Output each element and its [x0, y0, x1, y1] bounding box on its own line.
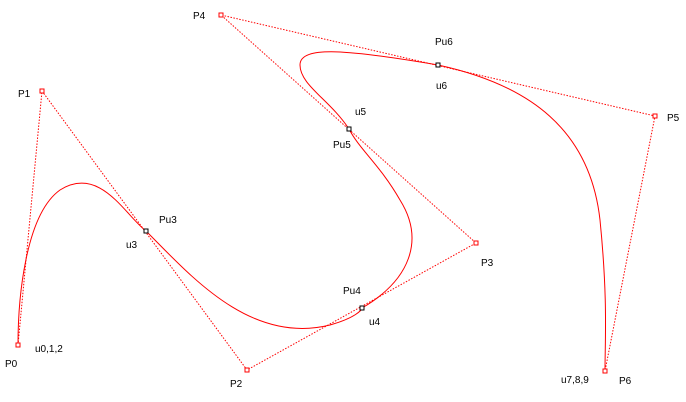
label-p1: P1 — [18, 89, 31, 100]
control-point-marker-p5 — [652, 113, 658, 119]
control-point-marker-p2 — [244, 367, 250, 373]
control-point-marker-p6 — [602, 368, 608, 374]
label-u789: u7,8,9 — [561, 375, 589, 386]
label-u4: u4 — [369, 317, 381, 328]
label-pu3: Pu3 — [159, 215, 177, 226]
label-u6: u6 — [436, 81, 448, 92]
control-polygon — [17, 14, 656, 372]
curve-point-marker-pu3 — [143, 228, 149, 234]
label-p0: P0 — [5, 359, 18, 370]
curve-point-marker-pu6 — [435, 62, 441, 68]
label-p4: P4 — [193, 11, 206, 22]
label-p3: P3 — [481, 258, 494, 269]
curve-point-marker-pu4 — [359, 305, 365, 311]
b-spline-curve — [17, 51, 607, 372]
label-u3: u3 — [126, 240, 138, 251]
label-p6: P6 — [619, 376, 632, 387]
curve-point-marker-pu5 — [346, 126, 352, 132]
control-point-marker-p0 — [15, 342, 21, 348]
control-point-marker-p3 — [473, 240, 479, 246]
label-pu4: Pu4 — [343, 286, 361, 297]
label-pu6: Pu6 — [435, 37, 453, 48]
label-p2: P2 — [230, 379, 243, 390]
label-u012: u0,1,2 — [35, 344, 63, 355]
label-pu5: Pu5 — [333, 140, 351, 151]
label-p5: P5 — [667, 113, 680, 124]
label-u5: u5 — [355, 107, 367, 118]
control-point-marker-p1 — [39, 88, 45, 94]
control-point-marker-p4 — [218, 12, 224, 18]
